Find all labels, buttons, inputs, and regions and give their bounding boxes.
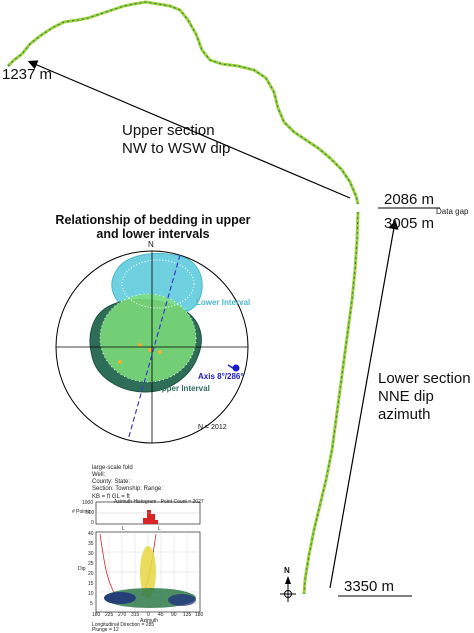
lower-section-title: Lower section (378, 370, 471, 387)
hist-footer1: Longitudinal Direction = 285 (92, 622, 155, 628)
depth-label-3350: 3350 m (344, 578, 395, 595)
upper-well-trajectory (6, 0, 360, 205)
fold-axis-trace (127, 254, 181, 441)
az-tick-225: 225 (105, 612, 114, 618)
data-gap-note: Data gap (436, 207, 469, 216)
axis-point (232, 364, 240, 372)
hist-header-2: County: State: (92, 479, 131, 485)
dip-tick-25: 25 (88, 561, 94, 567)
hist-title: Azimuth Histogram - Point Count = 2027 (114, 499, 204, 505)
point-count-label: N = 2012 (198, 424, 227, 431)
dip-tick-20: 20 (88, 571, 94, 577)
dip-tick-10: 10 (88, 591, 94, 597)
lower-section-azimuth: azimuth (378, 406, 431, 423)
hist-ylabel: # Points (72, 509, 91, 515)
dip-azimuth-crossplot (95, 531, 201, 613)
hist-letter-l1: L (122, 526, 125, 532)
upper-well-trajectory-core (7, 1, 359, 205)
az-tick-180b: 180 (195, 612, 204, 618)
upper-interval-label: Upper Interval (156, 384, 210, 393)
hist-header-0: large-scale fold (92, 465, 133, 471)
arrow-to-1237m (27, 60, 351, 199)
stereonet-north-label: N (148, 240, 154, 249)
crossplot-az-label: Azimuth (140, 618, 159, 624)
north-arrow (280, 576, 296, 602)
az-tick-270: 270 (118, 612, 127, 618)
azimuth-histogram (95, 501, 201, 525)
hist-footer2: Plunge = 12 (92, 627, 119, 633)
point-cloud (100, 294, 196, 382)
dip-tick-15: 15 (88, 581, 94, 587)
hist-ytick-500: 500 (86, 510, 95, 516)
az-tick-90: 90 (171, 612, 177, 618)
stereonet (55, 250, 249, 444)
crossplot-dip-label: Dip (78, 566, 86, 572)
dip-tick-40: 40 (88, 531, 94, 537)
lower-well-trajectory (302, 211, 360, 595)
az-tick-180a: 180 (92, 612, 101, 618)
upper-section-dip: NW to WSW dip (122, 140, 231, 157)
hist-header-3: Section: Township: Range: (92, 486, 163, 492)
dip-tick-5: 5 (90, 601, 93, 607)
az-tick-135: 135 (183, 612, 192, 618)
az-tick-315: 315 (131, 612, 140, 618)
stereonet-title-line2: and lower intervals (96, 227, 210, 241)
upper-section-title: Upper section (122, 122, 215, 139)
depth-label-1237: 1237 m (2, 66, 53, 83)
hist-params: KB = ft GL = ft (92, 494, 130, 500)
lower-section-dip: NNE dip (378, 388, 434, 405)
dip-tick-30: 30 (88, 551, 94, 557)
az-tick-0: 0 (147, 612, 150, 618)
stereonet-title-line1: Relationship of bedding in upper (55, 213, 251, 227)
axis-label: Axis 8°/286° (198, 372, 244, 381)
hist-ytick-1000: 1000 (82, 500, 94, 506)
dip-tick-35: 35 (88, 541, 94, 547)
arrow-to-3005m (329, 219, 399, 589)
hist-letter-l2: L (158, 526, 161, 532)
depth-label-3005: 3005 m (384, 215, 435, 232)
az-tick-45: 45 (158, 612, 164, 618)
depth-label-2086: 2086 m (384, 191, 435, 208)
hist-header-1: Well: (92, 472, 106, 478)
lower-interval-label: Lower Interval (196, 298, 251, 307)
hist-ytick-0: 0 (91, 520, 94, 526)
north-arrow-label: N (284, 566, 290, 575)
